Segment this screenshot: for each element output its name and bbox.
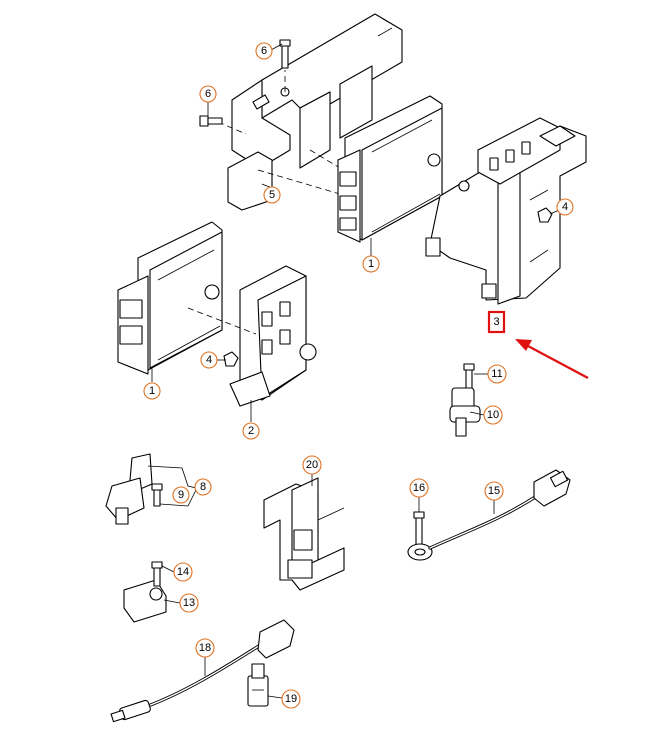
screw-9 [151,483,163,507]
svg-text:16: 16 [413,482,425,494]
screw-11 [463,363,475,389]
highlight-arrow [515,339,589,379]
nut-4-lower [223,351,239,367]
callout-10[interactable]: 10 [483,405,503,425]
svg-text:18: 18 [199,642,211,654]
callout-18[interactable]: 18 [195,638,215,658]
callout-15[interactable]: 15 [484,481,504,501]
sensor-10 [449,387,481,437]
svg-text:4: 4 [206,354,212,366]
cable-15 [428,469,571,550]
svg-text:9: 9 [178,489,184,501]
svg-text:3: 3 [493,316,499,328]
svg-text:13: 13 [183,597,195,609]
callout-4-lower[interactable]: 4 [200,351,218,369]
callout-1-upper[interactable]: 1 [362,255,380,273]
callout-19[interactable]: 19 [281,689,301,709]
nut-4-right [537,207,553,223]
control-unit-upper [337,95,443,243]
bracket-20 [263,477,345,591]
bracket-3 [425,117,587,305]
callout-2[interactable]: 2 [242,422,260,440]
callout-11[interactable]: 11 [487,364,507,384]
sensor-8 [105,453,153,525]
bracket-2 [229,265,317,407]
callout-14[interactable]: 14 [173,562,193,582]
callout-5[interactable]: 5 [263,186,281,204]
callout-9[interactable]: 9 [172,486,190,504]
svg-text:4: 4 [562,201,568,213]
svg-text:19: 19 [285,693,297,705]
callout-6-left[interactable]: 6 [199,85,217,103]
upper-bracket [227,13,403,211]
sensor-18 [110,619,295,723]
svg-text:6: 6 [261,45,267,57]
svg-text:11: 11 [491,368,502,380]
screw-14 [151,561,163,587]
svg-text:8: 8 [200,481,206,493]
svg-text:14: 14 [177,566,189,578]
callout-4-right[interactable]: 4 [556,198,574,216]
callout-6-top[interactable]: 6 [255,42,273,60]
svg-text:15: 15 [488,485,500,497]
screw-6-left [199,115,223,127]
callout-16[interactable]: 16 [409,478,429,498]
svg-text:10: 10 [487,409,499,421]
svg-text:2: 2 [248,425,254,437]
control-unit-lower [117,221,223,375]
callout-1-lower[interactable]: 1 [143,382,161,400]
connector-19 [247,663,269,707]
svg-text:6: 6 [205,88,211,100]
svg-text:1: 1 [368,258,374,270]
knock-sensor-16 [407,511,433,561]
callout-8[interactable]: 8 [194,478,212,496]
callout-13[interactable]: 13 [179,593,199,613]
screw-6-top [279,39,291,69]
svg-text:1: 1 [149,385,155,397]
callout-3-highlighted[interactable]: 3 [487,310,506,334]
svg-text:20: 20 [306,459,318,471]
callout-20[interactable]: 20 [302,455,322,475]
svg-text:5: 5 [269,189,275,201]
sensor-13 [123,579,167,623]
